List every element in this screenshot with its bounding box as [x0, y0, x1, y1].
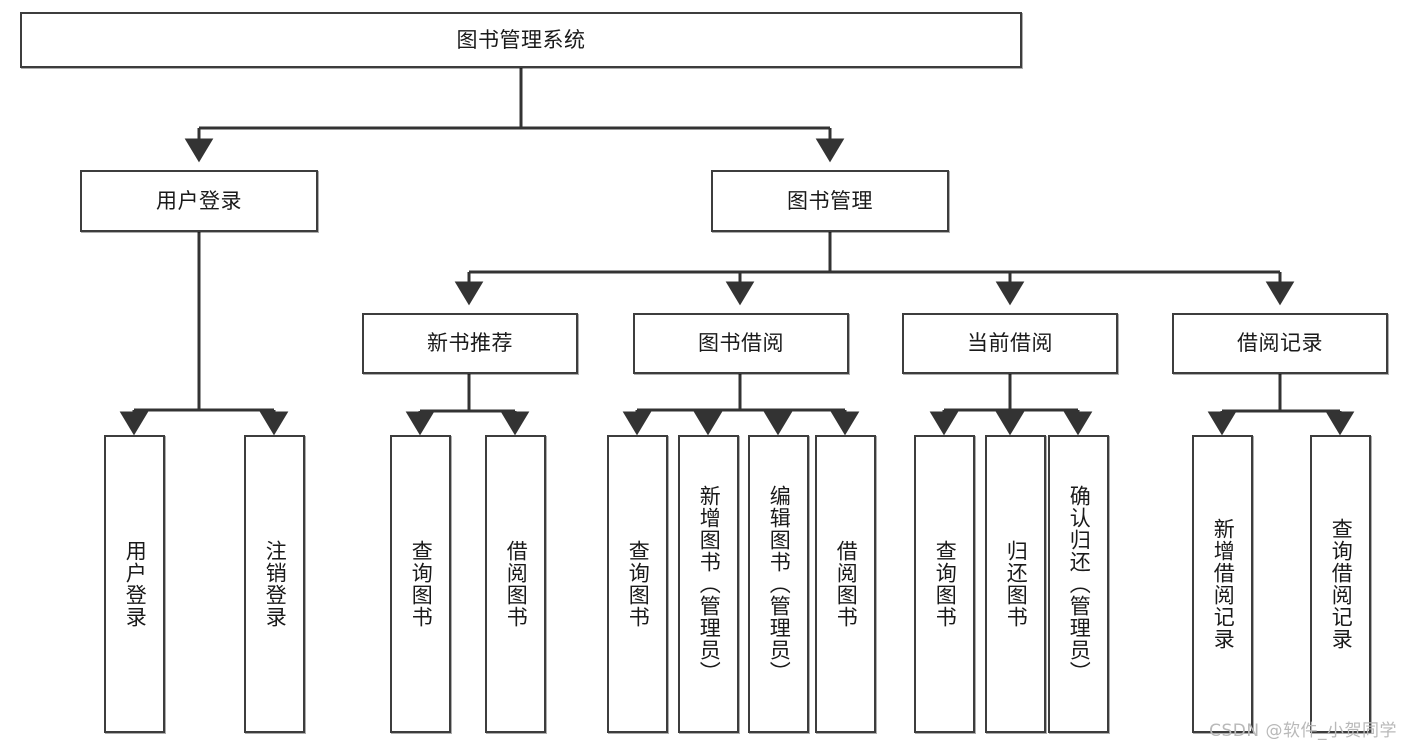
- node-label: 查询图书: [626, 540, 651, 628]
- node-book-manage[interactable]: 图书管理: [711, 170, 949, 232]
- node-leaf-add-book[interactable]: 新增图书（管理员）: [678, 435, 739, 733]
- node-book-borrow[interactable]: 图书借阅: [633, 313, 849, 374]
- node-label: 查询借阅记录: [1329, 518, 1354, 650]
- node-label: 用户登录: [123, 540, 148, 628]
- node-label: 注销登录: [263, 540, 288, 628]
- node-leaf-borrow-book-1[interactable]: 借阅图书: [485, 435, 546, 733]
- node-label: 新书推荐: [427, 331, 513, 356]
- node-leaf-add-record[interactable]: 新增借阅记录: [1192, 435, 1253, 733]
- node-current-borrow[interactable]: 当前借阅: [902, 313, 1118, 374]
- node-leaf-confirm-return[interactable]: 确认归还（管理员）: [1048, 435, 1109, 733]
- node-label: 编辑图书（管理员）: [767, 485, 792, 683]
- node-leaf-return-book[interactable]: 归还图书: [985, 435, 1046, 733]
- node-label: 借阅图书: [504, 540, 529, 628]
- node-label: 图书管理系统: [456, 27, 586, 52]
- node-leaf-logout-login[interactable]: 注销登录: [244, 435, 305, 733]
- node-label: 确认归还（管理员）: [1067, 485, 1092, 683]
- node-user-login[interactable]: 用户登录: [80, 170, 318, 232]
- node-root-system[interactable]: 图书管理系统: [20, 12, 1022, 68]
- node-borrow-record[interactable]: 借阅记录: [1172, 313, 1388, 374]
- node-leaf-query-book-1[interactable]: 查询图书: [390, 435, 451, 733]
- node-label: 图书管理: [787, 188, 873, 213]
- node-label: 新增图书（管理员）: [697, 485, 722, 683]
- node-label: 用户登录: [156, 188, 242, 213]
- node-leaf-user-login[interactable]: 用户登录: [104, 435, 165, 733]
- node-leaf-borrow-book-2[interactable]: 借阅图书: [815, 435, 876, 733]
- node-leaf-query-record[interactable]: 查询借阅记录: [1310, 435, 1371, 733]
- watermark-text: CSDN @软件_小贺同学: [1209, 721, 1397, 741]
- node-label: 查询图书: [933, 540, 958, 628]
- node-new-book-recommend[interactable]: 新书推荐: [362, 313, 578, 374]
- node-leaf-query-book-2[interactable]: 查询图书: [607, 435, 668, 733]
- node-label: 借阅记录: [1237, 331, 1323, 356]
- node-label: 新增借阅记录: [1211, 518, 1236, 650]
- node-label: 查询图书: [409, 540, 434, 628]
- node-leaf-query-book-3[interactable]: 查询图书: [914, 435, 975, 733]
- node-label: 借阅图书: [834, 540, 859, 628]
- node-label: 归还图书: [1004, 540, 1029, 628]
- node-leaf-edit-book[interactable]: 编辑图书（管理员）: [748, 435, 809, 733]
- node-label: 当前借阅: [967, 331, 1053, 356]
- node-label: 图书借阅: [698, 331, 784, 356]
